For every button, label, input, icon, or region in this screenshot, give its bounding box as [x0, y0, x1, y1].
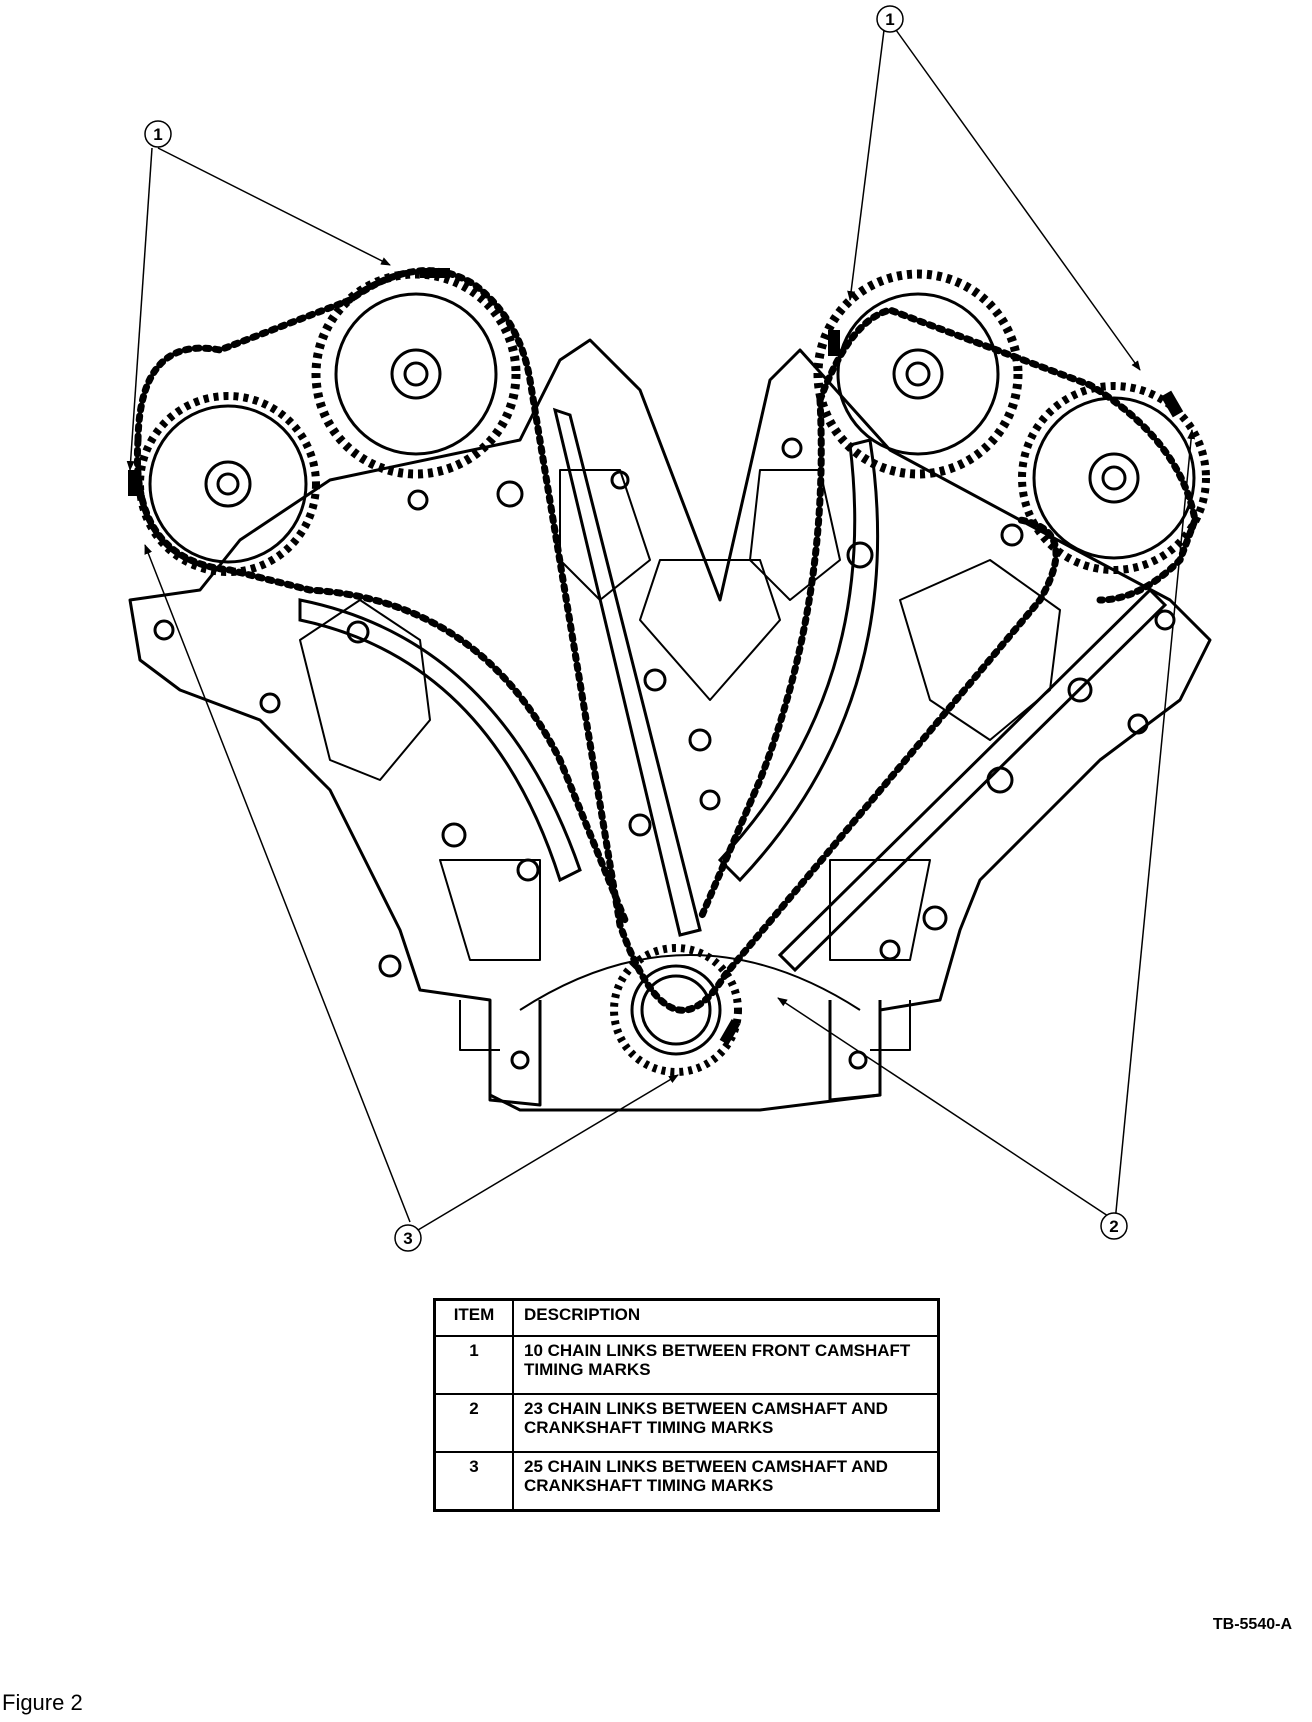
item-description: 25 CHAIN LINKS BETWEEN CAMSHAFT AND CRAN…	[512, 1451, 940, 1512]
table-row: 2 23 CHAIN LINKS BETWEEN CAMSHAFT AND CR…	[433, 1393, 940, 1453]
reference-code: TB-5540-A	[1212, 1616, 1292, 1633]
table-row: 1 10 CHAIN LINKS BETWEEN FRONT CAMSHAFT …	[433, 1335, 940, 1395]
item-description: 23 CHAIN LINKS BETWEEN CAMSHAFT AND CRAN…	[512, 1393, 940, 1453]
timing-marks	[128, 268, 1184, 1045]
callout-1-left: 1	[144, 120, 172, 148]
timing-chains	[133, 267, 1199, 1014]
bolt-holes	[153, 437, 1176, 1070]
chain-guides	[298, 407, 1168, 973]
legend-table: ITEM DESCRIPTION 1 10 CHAIN LINKS BETWEE…	[433, 1298, 940, 1512]
item-number: 3	[433, 1451, 514, 1512]
item-number: 2	[433, 1393, 514, 1453]
crankshaft-sprocket	[610, 944, 742, 1076]
right-intake-sprocket	[813, 269, 1023, 479]
callout-1-right: 1	[876, 5, 904, 33]
svg-text:3: 3	[403, 1229, 412, 1248]
engine-block	[128, 338, 1212, 1112]
figure-caption: Figure 2	[2, 1690, 83, 1715]
legend-header-row: ITEM DESCRIPTION	[433, 1298, 940, 1337]
svg-text:1: 1	[153, 125, 162, 144]
item-column-header: ITEM	[433, 1298, 514, 1337]
description-column-header: DESCRIPTION	[512, 1298, 940, 1337]
callout-2: 2	[1100, 1212, 1128, 1240]
svg-text:1: 1	[885, 10, 894, 29]
svg-text:2: 2	[1109, 1217, 1118, 1236]
item-description: 10 CHAIN LINKS BETWEEN FRONT CAMSHAFT TI…	[512, 1335, 940, 1395]
table-row: 3 25 CHAIN LINKS BETWEEN CAMSHAFT AND CR…	[433, 1451, 940, 1512]
right-exhaust-sprocket	[1018, 382, 1210, 574]
left-intake-sprocket	[136, 392, 320, 576]
engine-timing-diagram: 1 1 2 3	[126, 5, 1212, 1252]
callout-3: 3	[394, 1224, 422, 1252]
item-number: 1	[433, 1335, 514, 1395]
callout-leader-lines	[126, 29, 1196, 1231]
left-exhaust-sprocket	[311, 269, 521, 479]
